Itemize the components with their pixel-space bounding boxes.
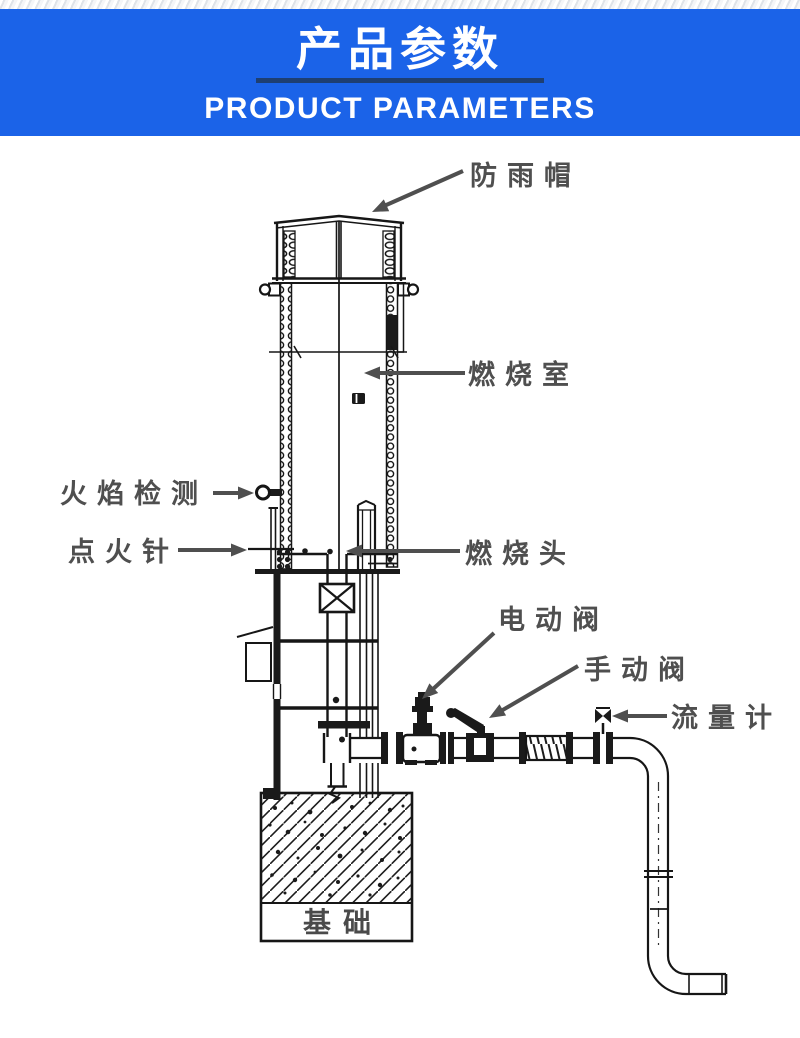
drop-pipe	[644, 776, 673, 956]
burner-head-callout: 燃烧头	[346, 539, 576, 569]
rain-cap-callout: 防雨帽	[372, 161, 581, 212]
ignition-needle-callout: 点火针	[68, 537, 247, 567]
flame-detection-callout: 火焰检测	[60, 478, 254, 509]
arrow-icon	[372, 199, 390, 212]
flare-stack-diagram: 基础	[60, 161, 782, 996]
gas-pipeline	[322, 692, 728, 996]
arrow-icon	[364, 366, 380, 380]
annotations: 防雨帽 燃烧室 火焰检测 点火针 燃烧头	[60, 161, 782, 733]
arrow-icon	[612, 709, 628, 723]
label-foundation: 基础	[303, 907, 383, 938]
label-electric-valve: 电动阀	[498, 605, 609, 635]
anchor-bolt	[263, 788, 276, 799]
combustion-chamber-callout: 燃烧室	[364, 359, 579, 390]
flex-joint-symbol	[519, 732, 573, 764]
flare-tower	[236, 214, 420, 800]
concrete-speckles	[268, 798, 405, 897]
arrow-icon	[422, 683, 439, 699]
foundation-block: 基础	[259, 788, 414, 943]
sight-port	[352, 393, 365, 404]
label-manual-valve: 手动阀	[584, 655, 695, 685]
arrow-icon	[231, 543, 247, 557]
electric-valve-symbol	[401, 692, 454, 765]
label-rain-cap: 防雨帽	[470, 161, 581, 191]
combustion-chamber-shell	[269, 221, 407, 570]
pipe-outlet	[686, 972, 728, 996]
header-banner: 产品参数 PRODUCT PARAMETERS	[0, 9, 800, 136]
page-title: 产品参数	[296, 23, 504, 75]
flow-meter-callout: 流量计	[612, 703, 782, 733]
arrow-icon	[489, 704, 507, 718]
flame-detector-symbol	[255, 484, 282, 501]
label-flame-detection: 火焰检测	[60, 478, 208, 509]
manual-valve-callout: 手动阀	[489, 655, 695, 718]
cross-box-symbol	[318, 582, 356, 614]
arrow-icon	[238, 486, 254, 500]
burner-inner-tube	[356, 499, 377, 569]
label-combustion-chamber: 燃烧室	[468, 359, 579, 390]
junction-box	[245, 642, 272, 682]
rain-cap	[272, 214, 406, 284]
manual-valve-symbol	[446, 708, 494, 762]
support-structure	[236, 573, 379, 800]
page-subtitle: PRODUCT PARAMETERS	[204, 92, 596, 125]
title-underline	[256, 78, 544, 83]
label-ignition-needle: 点火针	[68, 537, 179, 567]
arrow-icon	[346, 544, 362, 558]
flow-meter-symbol	[593, 707, 613, 764]
electric-valve-callout: 电动阀	[422, 605, 609, 699]
label-flow-meter: 流量计	[671, 703, 782, 733]
label-burner-head: 燃烧头	[465, 539, 576, 569]
diagonal-stripe-bar	[0, 0, 800, 9]
